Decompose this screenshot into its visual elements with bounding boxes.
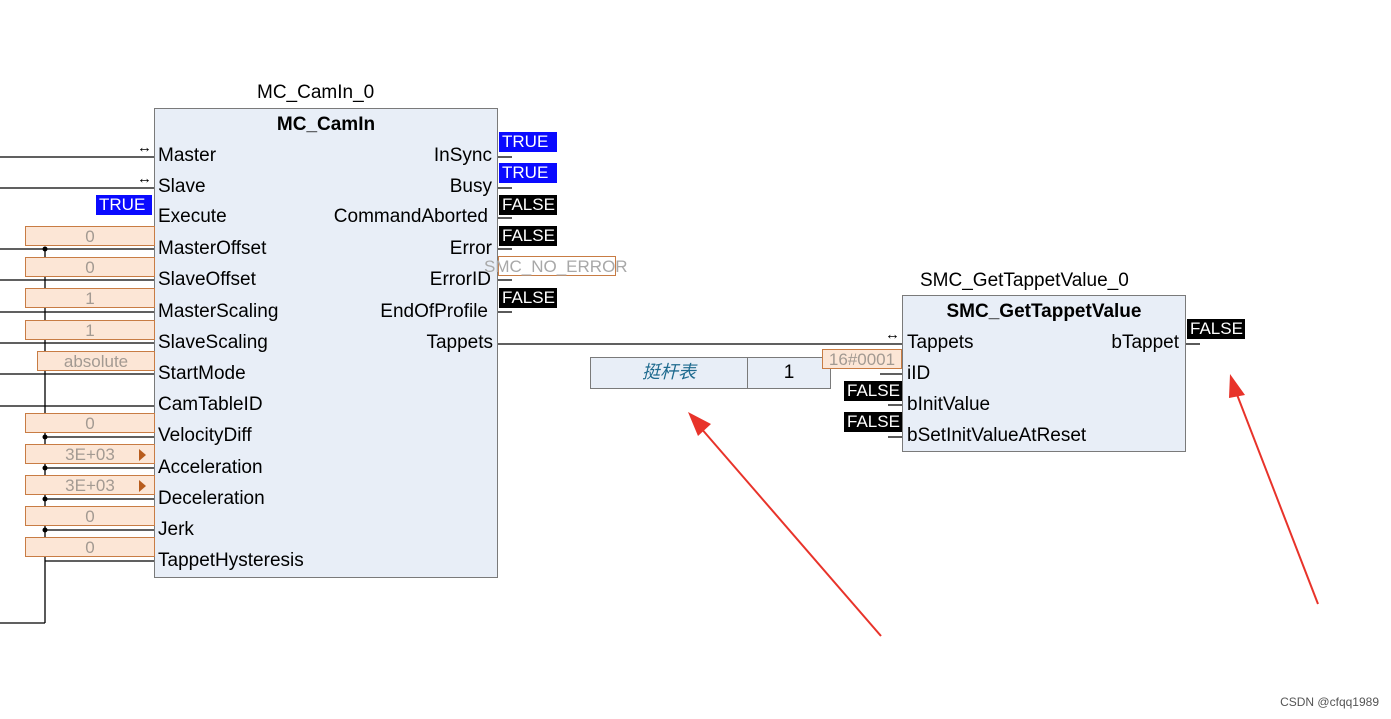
inout-icon: ↔ [137,139,152,156]
fb1-value-acceleration-text: 3E+03 [65,445,115,464]
fb1-value-error[interactable]: FALSE [499,226,557,246]
fb1-output-tappets[interactable]: Tappets [426,332,493,353]
fb1-value-insync[interactable]: TRUE [499,132,557,152]
fb2-input-binitvalue[interactable]: bInitValue [907,394,991,415]
tappet-table-index[interactable]: 1 [783,362,795,383]
fb1-value-slaveoffset[interactable]: 0 [25,257,155,277]
fb1-output-error[interactable]: Error [449,238,492,259]
fb1-input-slave[interactable]: Slave [158,176,206,197]
fb1-input-masteroffset[interactable]: MasterOffset [158,238,267,259]
fb1-value-errorid-box [498,256,616,276]
fb1-value-deceleration[interactable]: 3E+03 [25,475,155,495]
fb2-output-btappet[interactable]: bTappet [1111,332,1179,353]
fb1-input-velocitydiff[interactable]: VelocityDiff [158,425,252,446]
annotation-arrow-right [1229,374,1319,605]
fb1-input-deceleration[interactable]: Deceleration [158,488,265,509]
fb1-value-busy[interactable]: TRUE [499,163,557,183]
inout-icon: ↔ [885,326,900,343]
fb1-value-slavescaling[interactable]: 1 [25,320,155,340]
fb1-input-masterscaling[interactable]: MasterScaling [158,301,279,322]
fb1-value-endofprofile[interactable]: FALSE [499,288,557,308]
fb1-output-insync[interactable]: InSync [433,145,492,166]
fb1-type-label: MC_CamIn [276,114,376,135]
fb2-input-iid[interactable]: iID [907,363,931,384]
fb1-value-commandaborted[interactable]: FALSE [499,195,557,215]
fb1-input-tappethysteresis[interactable]: TappetHysteresis [158,550,304,571]
fb2-block[interactable]: SMC_GetTappetValue [902,295,1186,452]
fb1-output-errorid[interactable]: ErrorID [429,269,491,290]
fb1-value-tappethysteresis[interactable]: 0 [25,537,155,557]
fb1-value-deceleration-text: 3E+03 [65,476,115,495]
fb1-input-master[interactable]: Master [158,145,217,166]
tappet-table-name[interactable]: 挺杆表 [591,358,748,388]
fb2-value-iid[interactable]: 16#0001 [822,349,902,369]
fb1-value-startmode[interactable]: absolute [37,351,155,371]
annotation-arrow-left [688,412,882,637]
fb1-value-acceleration[interactable]: 3E+03 [25,444,155,464]
fb2-input-tappets[interactable]: Tappets [907,332,974,353]
fb1-output-endofprofile[interactable]: EndOfProfile [380,301,488,322]
inout-icon: ↔ [137,170,152,187]
expand-arrow-icon[interactable] [139,449,146,461]
fb1-instance-name[interactable]: MC_CamIn_0 [257,82,375,103]
fb1-input-camtableid[interactable]: CamTableID [158,394,263,415]
fb1-block[interactable]: MC_CamIn [154,108,498,578]
fb2-value-btappet[interactable]: FALSE [1187,319,1245,339]
watermark: CSDN @cfqq1989 [1280,695,1379,709]
fb2-instance-name[interactable]: SMC_GetTappetValue_0 [920,270,1129,291]
fb1-value-execute[interactable]: TRUE [96,195,152,215]
tappet-table-array[interactable]: 挺杆表 1 [590,357,831,389]
fb1-value-velocitydiff[interactable]: 0 [25,413,155,433]
fb1-input-slaveoffset[interactable]: SlaveOffset [158,269,256,290]
fb1-input-startmode[interactable]: StartMode [158,363,246,384]
fb2-type-label: SMC_GetTappetValue [946,301,1142,322]
fb1-value-jerk[interactable]: 0 [25,506,155,526]
expand-arrow-icon[interactable] [139,480,146,492]
fb2-value-bsetinitvalueatreset[interactable]: FALSE [844,412,902,432]
fb1-output-busy[interactable]: Busy [449,176,492,197]
fb1-value-masterscaling[interactable]: 1 [25,288,155,308]
fb1-input-jerk[interactable]: Jerk [158,519,194,540]
fb1-input-slavescaling[interactable]: SlaveScaling [158,332,268,353]
fb1-input-execute[interactable]: Execute [158,206,227,227]
fb2-value-binitvalue[interactable]: FALSE [844,381,902,401]
fb1-output-commandaborted[interactable]: CommandAborted [333,206,488,227]
fb2-input-bsetinitvalueatreset[interactable]: bSetInitValueAtReset [907,425,1087,446]
fb1-input-acceleration[interactable]: Acceleration [158,457,263,478]
fb1-value-masteroffset[interactable]: 0 [25,226,155,246]
fb1-value-errorid[interactable]: SMC_NO_ERROR [484,257,628,276]
